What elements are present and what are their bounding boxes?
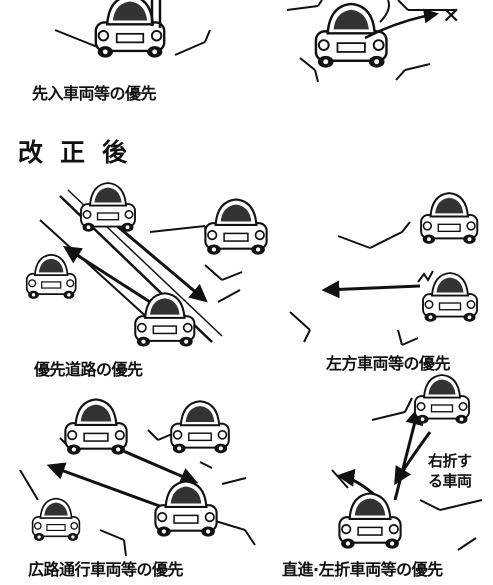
- caption-left-side: 左方車両等の優先: [326, 354, 451, 373]
- label-right-turn-line2: る車両: [428, 472, 472, 490]
- panel-straight-left: [331, 374, 483, 551]
- car: [64, 398, 128, 456]
- car: [422, 272, 478, 323]
- panel-left-side: [289, 192, 479, 346]
- car: [80, 182, 136, 233]
- caption-wide-road: 広路通行車両等の優先: [28, 560, 184, 579]
- caption-straight-left: 直進·左折車両等の優先: [282, 560, 443, 579]
- x-mark-icon: ✕: [442, 4, 460, 29]
- car: [420, 192, 479, 245]
- car: [25, 253, 77, 300]
- car: [94, 0, 166, 59]
- panel-priority-road: [25, 182, 268, 348]
- car: [204, 198, 268, 256]
- caption-priority-road: 優先道路の優先: [34, 360, 143, 379]
- panel-wide-road: [19, 398, 256, 557]
- car: [338, 492, 402, 550]
- heading-after-revision: 改正後: [18, 138, 145, 167]
- car: [170, 400, 230, 455]
- caption-prior-entry: 先入車両等の優先: [32, 84, 157, 103]
- car: [414, 374, 470, 425]
- car: [31, 497, 81, 542]
- panel-top-right: [286, 0, 455, 83]
- car: [314, 2, 388, 69]
- car: [154, 480, 218, 538]
- panel-prior-entry: [54, 0, 211, 59]
- label-right-turn-line1: 右折す: [428, 452, 472, 470]
